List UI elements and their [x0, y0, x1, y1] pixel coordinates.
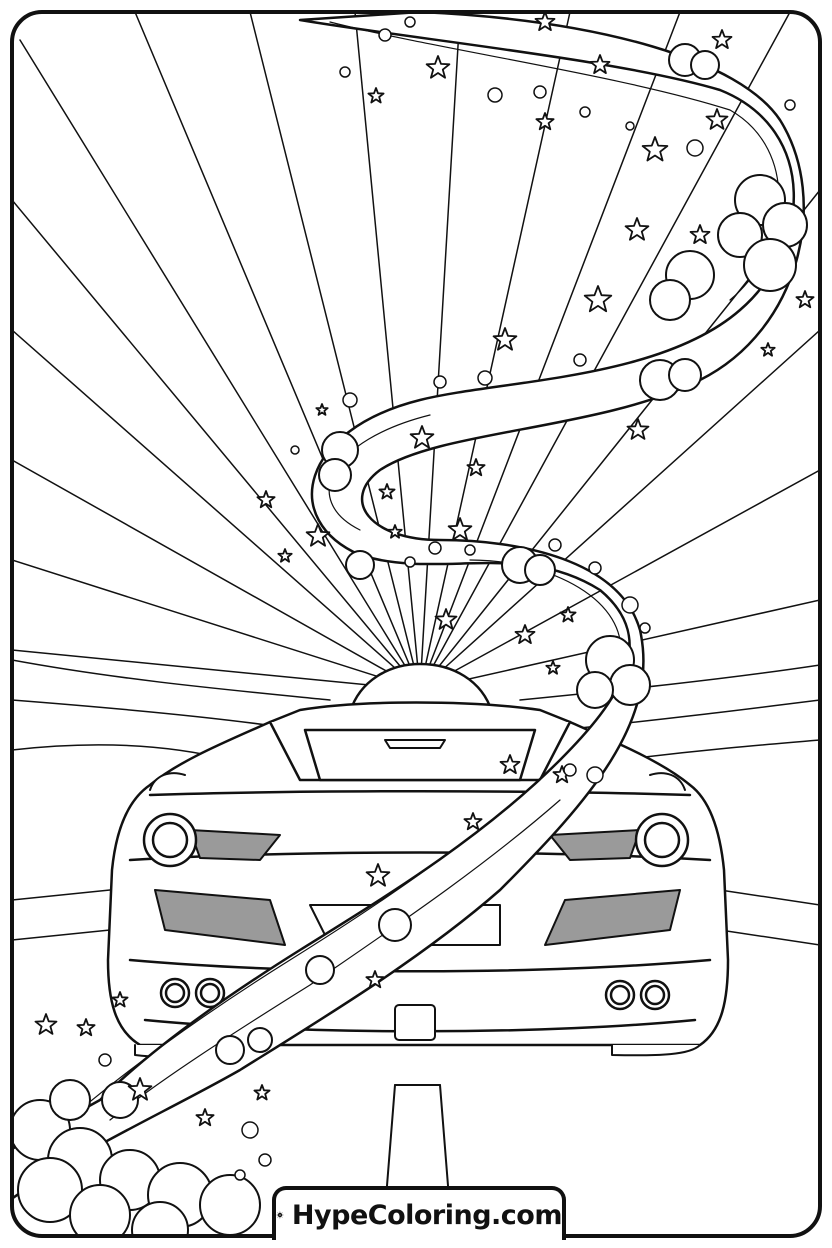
sun-rays [12, 12, 820, 691]
star [256, 490, 276, 509]
star [514, 624, 536, 644]
smiling-sun-icon [276, 1211, 284, 1219]
star [499, 754, 521, 774]
star [305, 523, 331, 547]
watermark-tab[interactable]: HypeColoring.com [272, 1186, 566, 1240]
star [367, 87, 385, 104]
star [559, 606, 577, 623]
clouds [12, 43, 808, 1236]
star [705, 108, 729, 130]
star [253, 1084, 271, 1101]
star [624, 217, 650, 241]
star [583, 285, 613, 313]
star [641, 136, 669, 162]
star [365, 970, 385, 989]
star [34, 1013, 58, 1035]
star [447, 517, 473, 541]
sun [348, 662, 494, 714]
page-frame [10, 10, 822, 1238]
star [434, 608, 458, 630]
star [277, 548, 293, 563]
star [492, 327, 518, 351]
star [463, 812, 483, 831]
star [111, 991, 129, 1008]
star [387, 524, 403, 539]
star [534, 12, 556, 32]
star [466, 458, 486, 477]
watermark-text: HypeColoring.com [291, 1199, 563, 1231]
star [76, 1018, 96, 1037]
stars [34, 12, 815, 1127]
star [365, 863, 391, 887]
star [760, 342, 776, 357]
star [626, 418, 650, 440]
exhausts [159, 977, 671, 1011]
star [545, 660, 561, 675]
star [425, 55, 451, 79]
star [535, 112, 555, 131]
star [378, 483, 396, 500]
star [127, 1077, 153, 1101]
tail-lights [142, 812, 690, 868]
star [795, 290, 815, 309]
star [315, 403, 329, 416]
star [409, 425, 435, 449]
car-shading [154, 829, 681, 946]
star [195, 1108, 215, 1127]
star [711, 29, 733, 49]
bubbles [98, 16, 796, 1181]
star [589, 54, 611, 74]
star [689, 224, 711, 245]
